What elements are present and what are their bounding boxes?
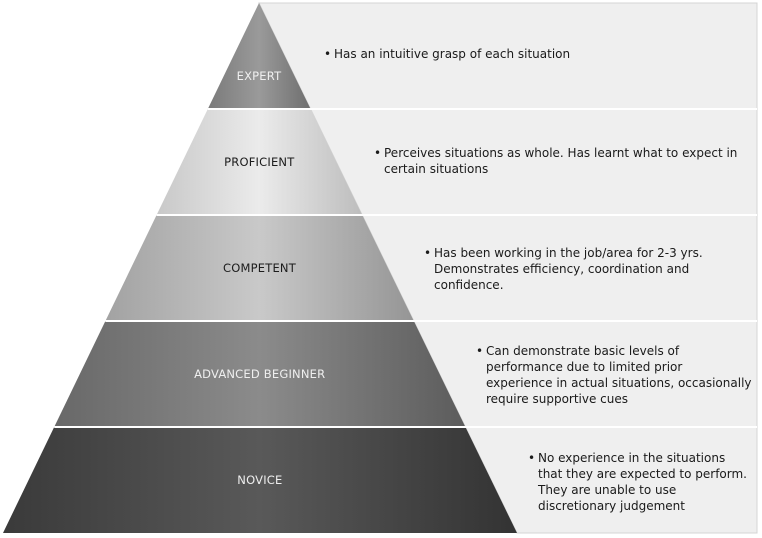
description-line: discretionary judgement bbox=[538, 499, 685, 513]
level-description: •Can demonstrate basic levels of performa… bbox=[476, 343, 752, 407]
description-line: Has an intuitive grasp of each situation bbox=[334, 47, 571, 61]
description-line: certain situations bbox=[384, 162, 489, 176]
description-line: Can demonstrate basic levels of bbox=[486, 344, 680, 358]
pyramid-level-band bbox=[105, 215, 414, 321]
description-line: that they are expected to perform. bbox=[538, 467, 747, 481]
bullet-icon: • bbox=[424, 246, 432, 260]
bullet-icon: • bbox=[528, 451, 536, 465]
level-description: •No experience in the situations that the… bbox=[528, 450, 747, 514]
description-line: performance due to limited prior bbox=[486, 360, 683, 374]
bullet-icon: • bbox=[476, 344, 484, 358]
pyramid-level-label: PROFICIENT bbox=[224, 155, 295, 169]
level-description: •Has been working in the job/area for 2-… bbox=[424, 245, 703, 293]
description-line: experience in actual situations, occasio… bbox=[486, 376, 752, 390]
pyramid-level-label: EXPERT bbox=[237, 69, 282, 83]
pyramid-level-band bbox=[3, 427, 517, 533]
level-description: •Perceives situations as whole. Has lear… bbox=[374, 145, 738, 177]
description-line: No experience in the situations bbox=[538, 451, 726, 465]
description-line: Has been working in the job/area for 2-3… bbox=[434, 246, 703, 260]
description-line: require supportive cues bbox=[486, 392, 629, 406]
pyramid-level-band bbox=[54, 321, 466, 427]
pyramid-level-band bbox=[156, 109, 363, 215]
description-line: Demonstrates efficiency, coordination an… bbox=[434, 262, 690, 276]
bullet-icon: • bbox=[374, 146, 382, 160]
pyramid-level-label: ADVANCED BEGINNER bbox=[194, 367, 325, 381]
pyramid-level-band bbox=[207, 3, 311, 109]
pyramid-level-label: NOVICE bbox=[237, 473, 282, 487]
description-line: They are unable to use bbox=[538, 483, 677, 497]
level-description: •Has an intuitive grasp of each situatio… bbox=[324, 46, 571, 62]
description-line: confidence. bbox=[434, 278, 504, 292]
pyramid-level-label: COMPETENT bbox=[223, 261, 297, 275]
description-line: Perceives situations as whole. Has learn… bbox=[384, 146, 738, 160]
bullet-icon: • bbox=[324, 47, 332, 61]
